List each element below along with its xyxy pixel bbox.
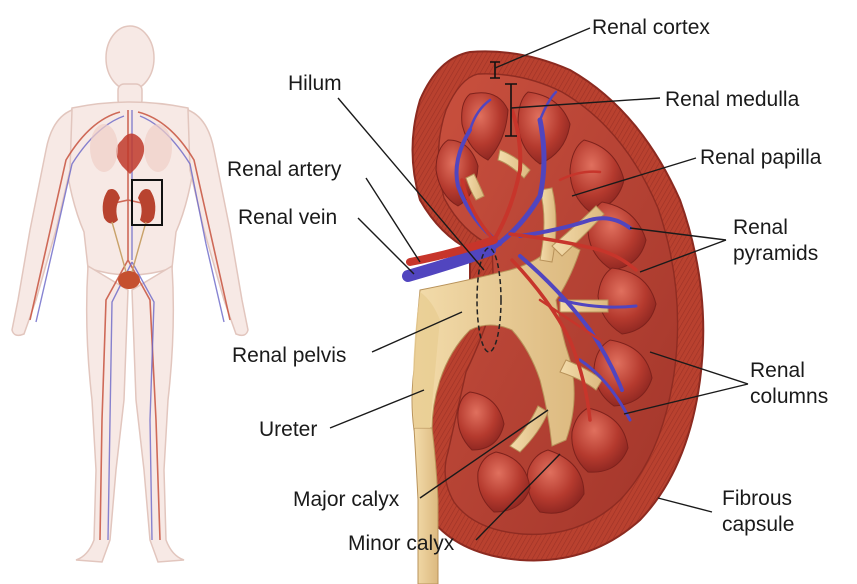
label-fibrous-capsule-line1: Fibrous — [722, 487, 792, 510]
kidney-cross-section — [402, 50, 705, 584]
pyramid — [477, 451, 531, 513]
thickness-brackets — [490, 61, 517, 137]
calyx-branch — [509, 405, 549, 453]
pyramid — [461, 92, 509, 161]
pyramid — [571, 407, 629, 473]
diagram-labels: Renal cortex Hilum Renal medulla Renal p… — [227, 16, 828, 555]
body-heart — [116, 133, 145, 174]
label-minor-calyx: Minor calyx — [348, 532, 455, 555]
body-kidney-right — [138, 189, 156, 224]
medulla-bracket — [505, 83, 517, 137]
leader-renal-cortex — [494, 27, 591, 69]
pyramid — [526, 449, 585, 514]
body-silhouette — [11, 25, 249, 563]
leader-renal-vein — [357, 217, 415, 275]
leader-renal-papilla — [571, 157, 697, 197]
leader-renal-pyramids-a — [629, 227, 727, 241]
renal-artery-vessels — [406, 108, 638, 422]
label-renal-papilla: Renal papilla — [700, 146, 822, 169]
renal-vein-vessels — [402, 90, 638, 422]
label-renal-vein: Renal vein — [238, 206, 337, 229]
body-bladder — [118, 271, 140, 289]
human-body-figure — [11, 25, 249, 563]
pyramid — [517, 91, 571, 165]
leader-renal-columns-a — [649, 351, 749, 385]
leader-ureter — [329, 389, 425, 429]
label-renal-pyramids-line2: pyramids — [733, 242, 818, 265]
body-lung-right — [144, 124, 172, 172]
calyx-branch — [465, 173, 485, 201]
leader-hilum — [337, 97, 485, 271]
leader-fibrous-capsule — [657, 497, 713, 513]
calyx-branch — [497, 149, 531, 179]
body-lung-left — [90, 124, 118, 172]
leader-renal-medulla — [510, 97, 661, 109]
label-renal-medulla: Renal medulla — [665, 88, 800, 111]
label-renal-columns-line2: columns — [750, 385, 828, 408]
ureter-upper — [412, 292, 440, 428]
label-major-calyx: Major calyx — [293, 488, 400, 511]
body-kidney-left — [102, 189, 120, 224]
label-ureter: Ureter — [259, 418, 317, 441]
label-hilum: Hilum — [288, 72, 342, 95]
hilum-dashed-outline — [476, 247, 502, 353]
leader-renal-pyramids-b — [639, 239, 727, 273]
label-renal-artery: Renal artery — [227, 158, 342, 181]
label-renal-pelvis: Renal pelvis — [232, 344, 346, 367]
pyramid — [597, 267, 657, 335]
leader-renal-pelvis — [371, 311, 463, 353]
pyramid — [593, 339, 653, 407]
label-renal-columns-line1: Renal — [750, 359, 805, 382]
pyramid — [457, 391, 505, 451]
leader-lines — [329, 27, 749, 541]
ureter-tube — [413, 427, 439, 584]
leader-renal-artery — [365, 177, 421, 263]
cortex-bracket — [490, 61, 500, 79]
label-fibrous-capsule-line2: capsule — [722, 513, 794, 536]
leader-major-calyx — [419, 409, 549, 499]
label-renal-pyramids-line1: Renal — [733, 216, 788, 239]
leader-minor-calyx — [475, 453, 561, 541]
leader-renal-columns-b — [623, 383, 749, 415]
label-renal-cortex: Renal cortex — [592, 16, 710, 39]
kidney-highlight-box — [131, 179, 163, 226]
body-ureters — [111, 221, 147, 273]
